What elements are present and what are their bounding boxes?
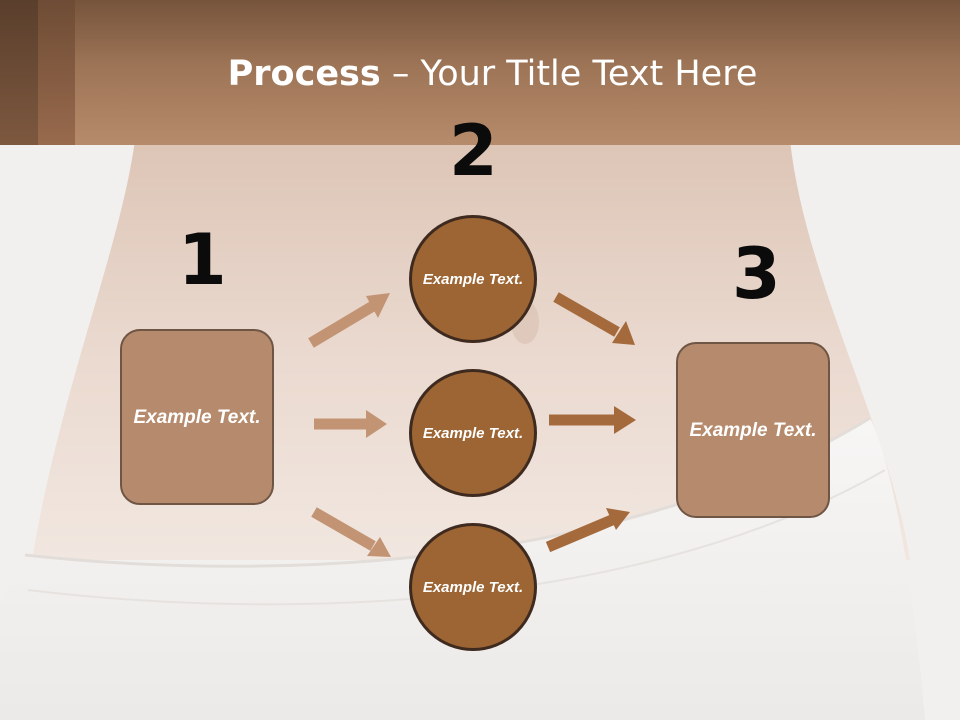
step-number-3: 3 bbox=[732, 233, 781, 315]
arrow-right-middle bbox=[549, 406, 636, 434]
circle-middle: Example Text. bbox=[409, 369, 537, 497]
title-rest: – Your Title Text Here bbox=[380, 54, 758, 94]
header-accent-mid bbox=[38, 0, 75, 145]
circle-top: Example Text. bbox=[409, 215, 537, 343]
arrow-left-middle bbox=[314, 410, 387, 438]
header-accent-dark bbox=[0, 0, 38, 145]
right-box: Example Text. bbox=[676, 342, 830, 518]
arrow-right-down bbox=[553, 292, 635, 345]
arrow-left-up bbox=[308, 293, 390, 348]
step-number-1: 1 bbox=[178, 219, 227, 301]
circle-middle-text: Example Text. bbox=[422, 424, 524, 442]
arrow-left-down bbox=[311, 507, 391, 557]
circle-bottom: Example Text. bbox=[409, 523, 537, 651]
step-number-2: 2 bbox=[449, 110, 498, 192]
left-box: Example Text. bbox=[120, 329, 274, 505]
left-box-text: Example Text. bbox=[133, 406, 261, 428]
header-bar bbox=[0, 0, 960, 145]
slide-title: Process – Your Title Text Here bbox=[0, 52, 960, 96]
circle-bottom-text: Example Text. bbox=[422, 578, 524, 596]
arrow-right-up bbox=[545, 508, 630, 553]
title-bold: Process bbox=[227, 54, 381, 94]
circle-top-text: Example Text. bbox=[422, 270, 524, 288]
right-box-text: Example Text. bbox=[689, 419, 817, 441]
